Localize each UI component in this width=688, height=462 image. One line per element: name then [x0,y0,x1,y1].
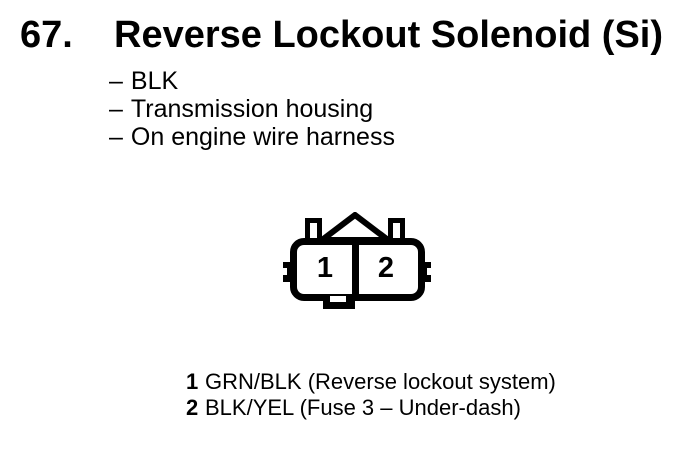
detail-text: Transmission housing [130,95,374,123]
item-number: 67. [20,14,73,56]
pin-row: 1 GRN/BLK (Reverse lockout system) [186,369,556,395]
connector-bottom-tab-notch [330,296,346,302]
details-list: – BLK – Transmission housing – On engine… [109,67,395,151]
connector-side-latch-left [283,262,292,282]
pin-number: 2 [186,395,199,420]
connector-side-latch-notch-right [427,268,431,275]
pin-number: 1 [186,369,199,394]
detail-item: – On engine wire harness [109,123,395,151]
connector-side-latch-notch-left [283,268,287,275]
detail-text: On engine wire harness [130,123,395,151]
pin-label: GRN/BLK (Reverse lockout system) [205,369,556,394]
dash-bullet: – [109,95,123,123]
connector-diagram: 1 2 [283,212,431,314]
connector-cavity-divider [352,242,359,297]
pin-list: 1 GRN/BLK (Reverse lockout system) 2 BLK… [186,369,556,421]
pin-row: 2 BLK/YEL (Fuse 3 – Under-dash) [186,395,556,421]
connector-side-latch-right [422,262,431,282]
detail-text: BLK [130,67,179,95]
dash-bullet: – [109,67,123,95]
detail-item: – Transmission housing [109,95,395,123]
detail-item: – BLK [109,67,395,95]
cavity-number-2: 2 [377,252,395,284]
pin-label: BLK/YEL (Fuse 3 – Under-dash) [205,395,521,420]
cavity-number-1: 1 [316,252,334,284]
dash-bullet: – [109,123,123,151]
page-title: Reverse Lockout Solenoid (Si) [114,14,663,56]
